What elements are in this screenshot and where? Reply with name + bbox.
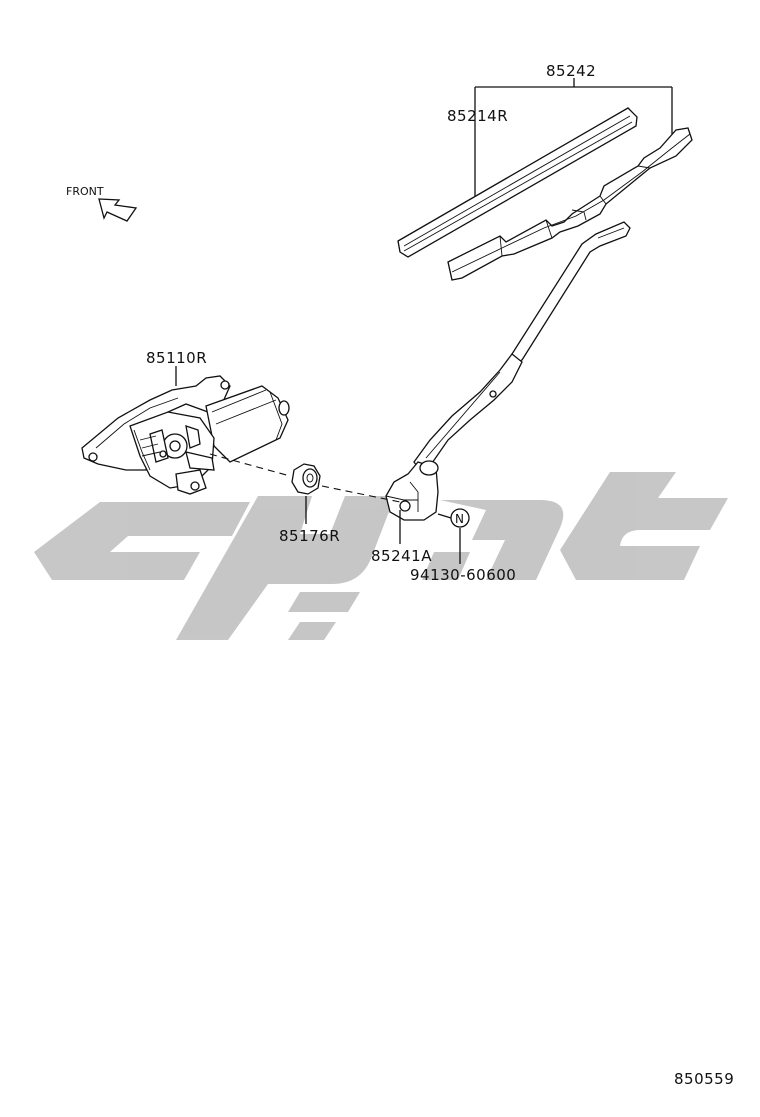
- nut-letter: N: [455, 512, 464, 526]
- blade-rubber-strip: [397, 107, 638, 258]
- label-85214R: 85214R: [447, 107, 508, 125]
- label-85176R: 85176R: [279, 527, 340, 545]
- label-85242: 85242: [546, 62, 596, 80]
- nut-symbol: N: [450, 508, 470, 528]
- assembly-centerline: [209, 453, 401, 503]
- front-arrow-icon: [98, 198, 138, 222]
- watermark-logo: [34, 472, 728, 640]
- blade-frame: [447, 127, 693, 281]
- wiper-motor: [81, 375, 290, 495]
- front-label: FRONT: [66, 185, 104, 198]
- pivot-cap: [291, 463, 321, 495]
- figure-number: 850559: [674, 1070, 734, 1088]
- wiper-arm: [385, 221, 631, 521]
- label-85110R: 85110R: [146, 349, 207, 367]
- front-indicator: FRONT: [66, 185, 138, 222]
- label-85241A: 85241A: [371, 547, 432, 565]
- leader-lines: [175, 78, 673, 564]
- label-94130-60600: 94130-60600: [410, 566, 516, 584]
